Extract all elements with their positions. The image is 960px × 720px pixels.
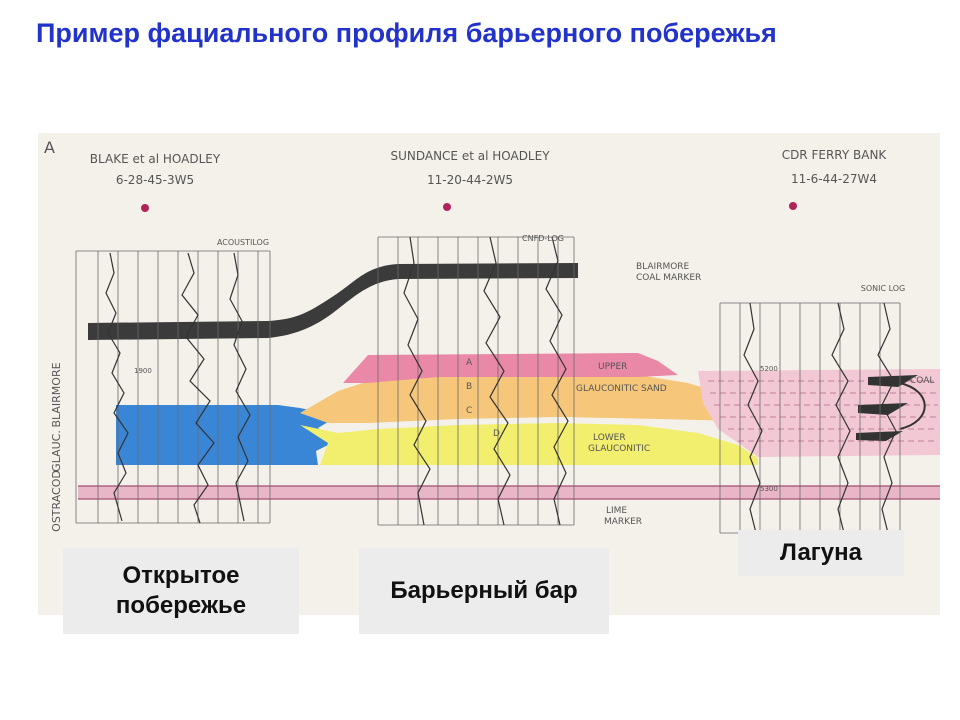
blairmore-coal-marker: [88, 263, 578, 340]
lower-label-2: GLAUCONITIC: [588, 444, 650, 454]
depth-1900-label: 1900: [134, 367, 152, 375]
coal-bed-2: [858, 403, 908, 415]
unit-b-label: B: [466, 382, 472, 392]
coal-marker-label-1: BLAIRMORE: [636, 262, 690, 272]
barrier-bar-label: Барьерный бар: [359, 548, 609, 634]
coal-arrow: [899, 382, 926, 430]
lagoon-label: Лагуна: [738, 530, 904, 576]
well-3-log: SONIC LOG: [861, 284, 906, 293]
coal-bed-1: [868, 375, 918, 387]
formation-glauc: GLAUC.: [50, 430, 63, 472]
open-coast-label: Открытое побережье: [63, 548, 299, 634]
unit-c-label: C: [466, 406, 472, 416]
formation-ostracod: OSTRACOD: [50, 470, 63, 532]
coal-marker-label-2: COAL MARKER: [636, 273, 701, 283]
upper-label: UPPER: [598, 362, 627, 372]
well-symbols: [141, 202, 797, 212]
unit-a-label: A: [466, 358, 473, 368]
figure-letter: A: [44, 138, 55, 157]
well-1-loc: 6-28-45-3W5: [116, 173, 194, 187]
lower-label-1: LOWER: [593, 433, 626, 443]
facies-profile-diagram: A BLAKE et al HOADLEY 6-28-45-3W5 ACOUST…: [38, 133, 940, 615]
well-1-name: BLAKE et al HOADLEY: [90, 152, 221, 166]
formation-blairmore: BLAIRMORE: [50, 362, 63, 427]
upper-zone: [343, 353, 678, 383]
ostracod-band: [78, 486, 940, 499]
lime-marker-label-2: MARKER: [604, 517, 642, 527]
coal-label: COAL: [910, 376, 934, 386]
well-1-log: ACOUSTILOG: [217, 238, 269, 247]
well-2-loc: 11-20-44-2W5: [427, 173, 513, 187]
unit-d-label: D: [493, 429, 500, 439]
page-title: Пример фациального профиля барьерного по…: [36, 18, 777, 48]
lime-marker-label-1: LIME: [606, 506, 627, 516]
depth-5300-label: 5300: [760, 485, 778, 493]
log-curves: [105, 236, 897, 534]
open-coast-sand: [116, 405, 338, 465]
depth-5200-label: 5200: [760, 365, 778, 373]
well-2-name: SUNDANCE et al HOADLEY: [390, 149, 550, 163]
lower-glauconitic-zone: [300, 423, 758, 465]
well-2-log: CNFD-LOG: [522, 234, 564, 243]
well-3-name: CDR FERRY BANK: [782, 148, 888, 162]
coal-bed-3: [856, 431, 903, 441]
glauconitic-sand-label: GLAUCONITIC SAND: [576, 384, 667, 394]
well-3-loc: 11-6-44-27W4: [791, 172, 877, 186]
